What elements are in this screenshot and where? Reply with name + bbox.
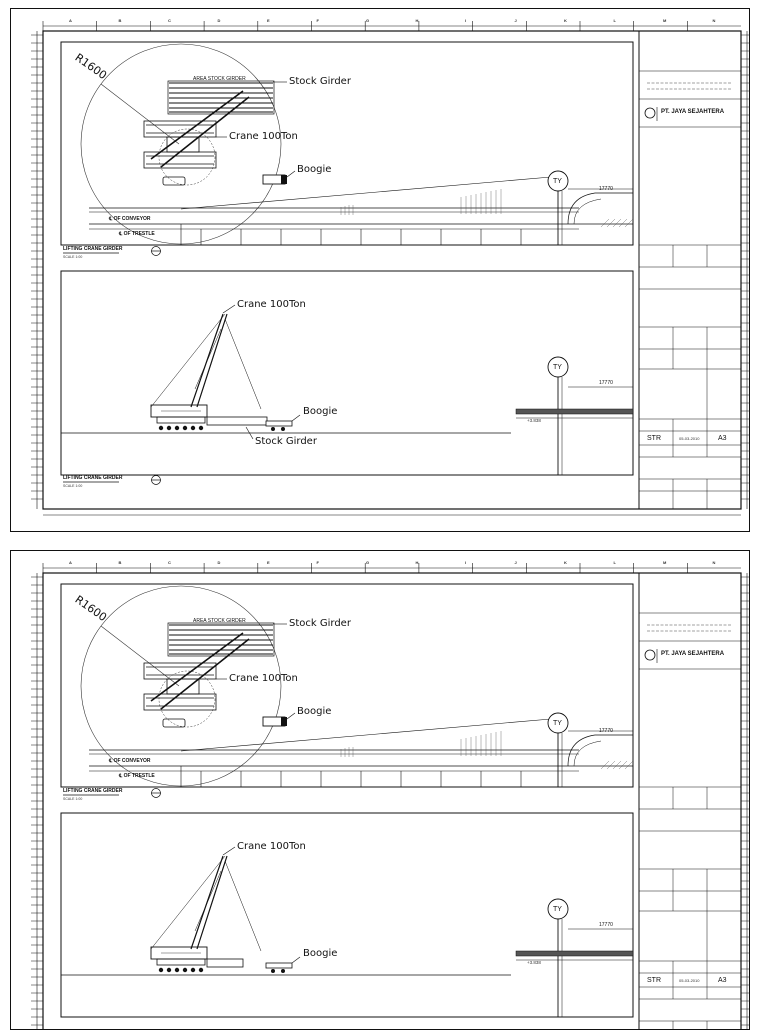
dimension2-label: 17770 — [599, 922, 613, 928]
boogie-label: Boogie — [297, 706, 332, 717]
grid-letter: B — [118, 560, 122, 565]
grid-letter: F — [316, 560, 319, 565]
grid-letter: I — [465, 560, 467, 565]
grid-letter: K — [564, 18, 567, 23]
ty2-label: TY — [553, 906, 562, 913]
crane-top-view — [143, 632, 250, 728]
conveyor-label: ℄ OF CONVEYOR — [109, 758, 151, 764]
stock-girder-label: Stock Girder — [289, 76, 351, 87]
grid-letter: L — [613, 18, 616, 23]
stock-girder2-label: Stock Girder — [255, 436, 317, 447]
drawing-code: STR — [647, 435, 661, 442]
trestle-label: ℄ OF TRESTLE — [119, 231, 155, 237]
title-block — [638, 30, 742, 510]
company-name: PT. JAYA SEJAHTERA — [661, 109, 725, 115]
dimension-label: 17770 — [599, 728, 613, 734]
crane-label: Crane 100Ton — [229, 131, 298, 142]
stock-girder-stack — [167, 622, 275, 657]
area-stock-girder-label: AREA STOCK GIRDER — [193, 618, 246, 624]
dimension2-label: 17770 — [599, 380, 613, 386]
view2-scale: SCALE 1:00 — [63, 484, 83, 488]
crane2-label: Crane 100Ton — [237, 299, 306, 310]
grid-letter: J — [514, 18, 517, 23]
view1-scale: SCALE 1:00 — [63, 255, 83, 259]
elevation-label: +3.838 — [527, 418, 541, 423]
drawing-date: 05-03-2010 — [679, 436, 700, 441]
dimension-label: 17770 — [599, 186, 613, 192]
sheet-size: A3 — [718, 977, 727, 984]
boogie-label: Boogie — [297, 164, 332, 175]
grid-letter: G — [366, 560, 370, 565]
grid-letter: I — [465, 18, 467, 23]
grid-letter: C — [168, 18, 171, 23]
crane-tracks — [158, 425, 285, 431]
trestle-label: ℄ OF TRESTLE — [119, 773, 155, 779]
ticks-side — [31, 34, 749, 500]
frame-ruler — [36, 567, 748, 1029]
drawing-date: 05-03-2010 — [679, 978, 700, 983]
grid-letter: F — [316, 18, 319, 23]
grid-letter: M — [663, 560, 667, 565]
grid-letter: D — [217, 18, 221, 23]
view1-scale: SCALE 1:00 — [63, 797, 83, 801]
sheet-size: A3 — [718, 435, 727, 442]
grid-letter: A — [69, 18, 72, 23]
crane-top-view — [143, 90, 250, 186]
ty-label: TY — [553, 720, 562, 727]
ticks-top — [42, 563, 688, 573]
grid-letter: J — [514, 560, 517, 565]
drawing-sheet-2: R1600 Stock Girder AREA STOCK GIRDER Cra… — [10, 550, 750, 1030]
grid-letter: E — [267, 18, 270, 23]
grid-letter: B — [118, 18, 122, 23]
grid-letter: H — [415, 18, 419, 23]
grid-letter: H — [415, 560, 419, 565]
grid-letter: C — [168, 560, 171, 565]
grid-letter: N — [712, 560, 716, 565]
grid-letter: N — [712, 18, 716, 23]
grid-letter: A — [69, 560, 72, 565]
view1-title: LIFTING CRANE GIRDER — [63, 246, 123, 252]
elevation-label: +3.838 — [527, 960, 541, 965]
stock-girder-stack — [167, 80, 275, 115]
grid-letter: E — [267, 560, 270, 565]
ty-label: TY — [553, 178, 562, 185]
boogie2-label: Boogie — [303, 406, 338, 417]
crane2-label: Crane 100Ton — [237, 841, 306, 852]
conveyor-label: ℄ OF CONVEYOR — [109, 216, 151, 222]
ty2-label: TY — [553, 364, 562, 371]
grid-letter: D — [217, 560, 221, 565]
view1-title: LIFTING CRANE GIRDER — [63, 788, 123, 794]
stock-girder-label: Stock Girder — [289, 618, 351, 629]
crane-elevation — [150, 855, 262, 968]
sheet-1-linework — [31, 21, 749, 516]
drawing-sheet-1: R1600 Stock Girder AREA STOCK GIRDER Cra… — [10, 8, 750, 532]
crane-label: Crane 100Ton — [229, 673, 298, 684]
grid-letter: L — [613, 560, 616, 565]
boogie2-label: Boogie — [303, 948, 338, 959]
frame-ruler — [36, 25, 748, 516]
grid-letter: K — [564, 560, 567, 565]
view2-title: LIFTING CRANE GIRDER — [63, 475, 123, 481]
area-stock-girder-label: AREA STOCK GIRDER — [193, 76, 246, 82]
title-block — [638, 572, 742, 1029]
company-name: PT. JAYA SEJAHTERA — [661, 651, 725, 657]
grid-letter: G — [366, 18, 370, 23]
ticks-side — [31, 576, 749, 1026]
ticks-top — [42, 21, 688, 31]
sheet-2-linework — [31, 563, 749, 1029]
drawing-code: STR — [647, 977, 661, 984]
crane-elevation — [150, 313, 268, 426]
grid-letter: M — [663, 18, 667, 23]
